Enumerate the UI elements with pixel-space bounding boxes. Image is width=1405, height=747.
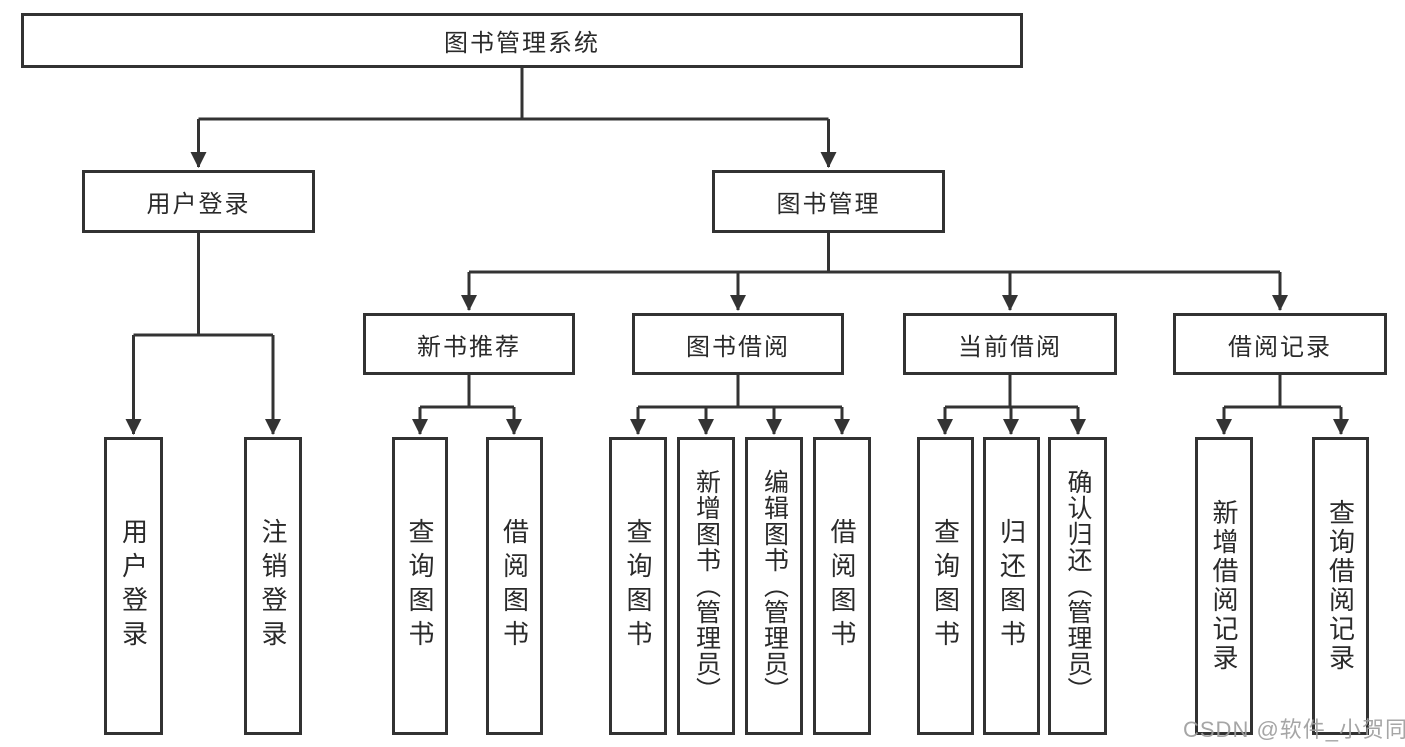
leaf-add-books-admin: 新增图书（管理员） [677,437,735,735]
leaf-confirm-return-admin: 确认归还（管理员） [1048,437,1107,735]
leaf-query-borrow-record: 查询借阅记录 [1312,437,1369,735]
node-current-borrowing: 当前借阅 [903,313,1117,375]
leaf-edit-books-admin: 编辑图书（管理员） [745,437,803,735]
leaf-return-books: 归还图书 [983,437,1040,735]
leaf-borrow-books-1: 借阅图书 [486,437,543,735]
node-book-borrowing: 图书借阅 [632,313,844,375]
node-library-system: 图书管理系统 [21,13,1023,68]
leaf-logout: 注销登录 [244,437,302,735]
csdn-watermark: CSDN @软件_小贺同学 [1183,717,1405,742]
leaf-borrow-books-2: 借阅图书 [813,437,871,735]
leaf-add-borrow-record: 新增借阅记录 [1195,437,1253,735]
node-user-login: 用户登录 [82,170,315,233]
node-borrowing-records: 借阅记录 [1173,313,1387,375]
leaf-query-books-2: 查询图书 [609,437,667,735]
node-new-book-recommend: 新书推荐 [363,313,575,375]
node-book-management: 图书管理 [712,170,945,233]
leaf-query-books-3: 查询图书 [917,437,974,735]
leaf-query-books-1: 查询图书 [392,437,448,735]
leaf-user-login: 用户登录 [104,437,163,735]
